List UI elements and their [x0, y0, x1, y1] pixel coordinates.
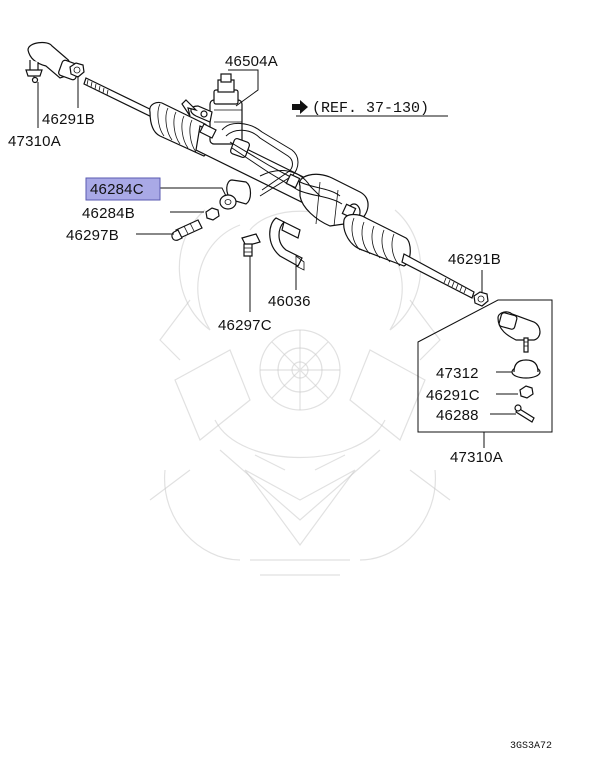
nut-46291b-right: [473, 291, 489, 307]
bolt-46297b: [171, 219, 203, 241]
label-46284b[interactable]: 46284B: [82, 205, 135, 222]
steering-boot-right: [343, 213, 411, 267]
washer-46284c: [219, 194, 237, 210]
cotter-pin-46288: [514, 404, 535, 423]
label-46291c[interactable]: 46291C: [426, 387, 480, 404]
hydraulic-lines: [199, 123, 357, 219]
ref-arrow-icon: [292, 100, 308, 114]
label-47312[interactable]: 47312: [436, 365, 479, 382]
label-46284c[interactable]: 46284C: [90, 181, 144, 198]
label-47310a-bottom[interactable]: 47310A: [450, 449, 503, 466]
inner-tie-rod-right: [401, 253, 475, 299]
label-46297b[interactable]: 46297B: [66, 227, 119, 244]
leader-lines: [37, 69, 518, 448]
label-46288[interactable]: 46288: [436, 407, 479, 424]
label-46291b-right[interactable]: 46291B: [448, 251, 501, 268]
clamp-46036: [269, 217, 305, 271]
dust-cover-47312: [511, 359, 541, 379]
nut-46291c: [519, 385, 534, 399]
inner-tie-rod-left: [83, 77, 161, 121]
label-46291b-top[interactable]: 46291B: [42, 111, 95, 128]
bolt-46297c: [241, 233, 261, 257]
pinion-valve-assembly: [181, 73, 252, 205]
kit-box-47310a: [417, 299, 553, 433]
diagram-code: 3GS3A72: [510, 741, 552, 752]
label-46036[interactable]: 46036: [268, 293, 311, 310]
nut-46284b: [205, 207, 220, 221]
tie-rod-end-right: [497, 311, 541, 353]
ref-link-37-130[interactable]: (REF. 37-130): [312, 100, 429, 117]
label-46297c[interactable]: 46297C: [218, 317, 272, 334]
tie-rod-end-left: [25, 41, 80, 84]
nut-46291b-left: [69, 62, 85, 78]
watermark-emblem: [149, 209, 451, 576]
label-46504a[interactable]: 46504A: [225, 53, 278, 70]
highlight-box: [85, 177, 161, 201]
label-47310a-top[interactable]: 47310A: [8, 133, 61, 150]
